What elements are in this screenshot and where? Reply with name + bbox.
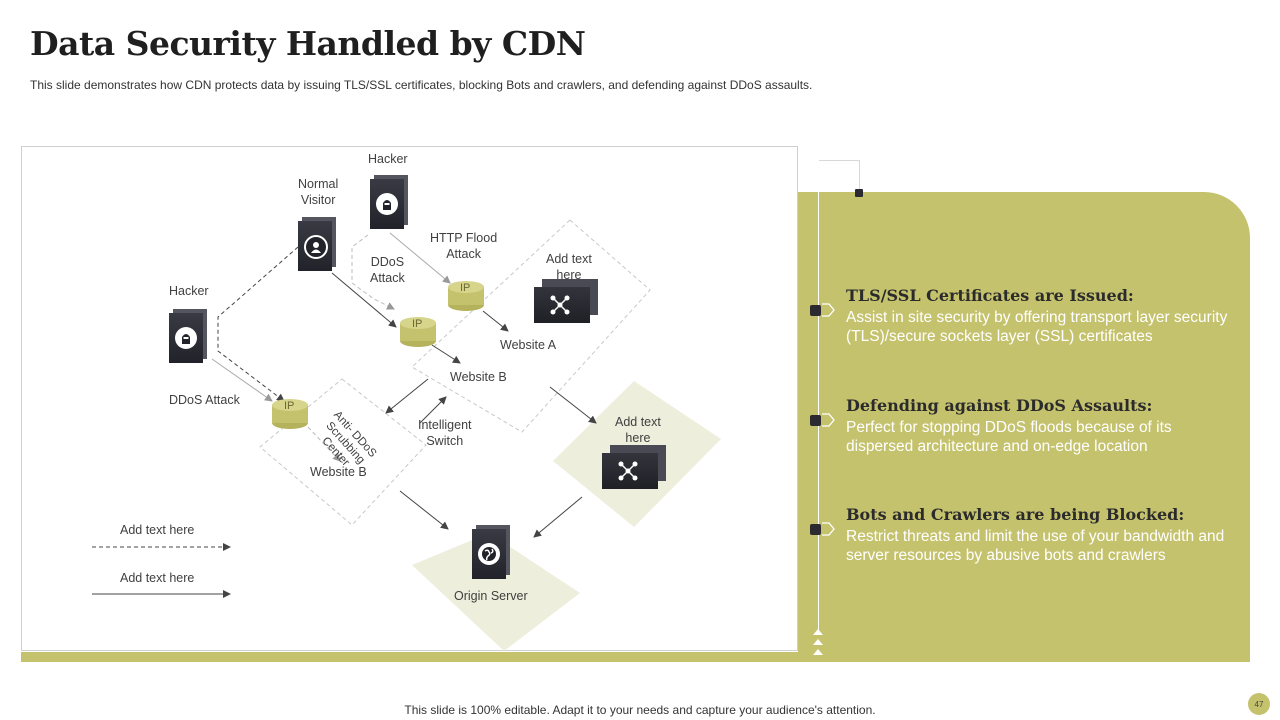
- flow-to-right-node: [549, 386, 597, 424]
- bullet-arrow-icon: [822, 303, 835, 317]
- website-zone-diamond: [411, 219, 651, 433]
- flow-right-node-to-origin: [533, 496, 583, 538]
- label-website-b-bottom: Website B: [310, 465, 367, 479]
- ip-cylinder-left: IP: [272, 399, 308, 429]
- ip-label: IP: [412, 318, 423, 330]
- label-website-b-top: Website B: [450, 370, 507, 384]
- page-number: 47: [1248, 693, 1270, 715]
- footer-note: This slide is 100% editable. Adapt it to…: [404, 703, 876, 717]
- network-hub-icon: [550, 295, 570, 315]
- flow-hacker-to-ip-top: [389, 232, 451, 284]
- bullet-square-icon: [810, 524, 821, 535]
- bullet-arrow-icon: [822, 522, 835, 536]
- origin-diamond: [412, 533, 580, 651]
- point-description: Assist in site security by offering tran…: [846, 309, 1228, 346]
- label-ddos-attack-left: DDoS Attack: [169, 393, 240, 407]
- label-hacker-left: Hacker: [169, 284, 209, 298]
- page-subtitle: This slide demonstrates how CDN protects…: [30, 78, 813, 92]
- ip-cylinder-top: IP: [448, 281, 484, 311]
- hacker-icon: [175, 327, 197, 349]
- flow-switch-up: [419, 396, 447, 424]
- label-add-text-top: Add text here: [546, 252, 592, 283]
- label-ddos-attack-top: DDoS Attack: [370, 255, 405, 286]
- label-origin-server: Origin Server: [454, 589, 528, 603]
- origin-server: [472, 529, 506, 579]
- hacker-icon: [376, 193, 398, 215]
- label-hacker-top: Hacker: [368, 152, 408, 166]
- label-http-flood-attack: HTTP Flood Attack: [430, 231, 498, 262]
- point-title: Bots and Crawlers are being Blocked:: [846, 505, 1185, 524]
- timeline-arrow-up-icon: [813, 649, 823, 655]
- timeline-line: [818, 160, 819, 632]
- user-icon: [304, 235, 328, 259]
- point-description: Restrict threats and limit the use of yo…: [846, 528, 1225, 565]
- point-title: Defending against DDoS Assaults:: [846, 396, 1153, 415]
- point-title: TLS/SSL Certificates are Issued:: [846, 286, 1134, 305]
- bullet-square-icon: [810, 415, 821, 426]
- point-description: Perfect for stopping DDoS floods because…: [846, 419, 1172, 456]
- ip-cylinder-middle: IP: [400, 317, 436, 347]
- globe-icon: [478, 543, 500, 565]
- flow-visitor-to-ip: [331, 272, 397, 328]
- flow-ip-to-scrubbing: [307, 426, 341, 462]
- hacker-server-left: [169, 313, 203, 363]
- flow-website-b-to-scrubbing: [385, 378, 429, 414]
- timeline-arrow-up-icon: [813, 629, 823, 635]
- label-website-a: Website A: [500, 338, 557, 352]
- bottom-accent-bar: [21, 652, 1250, 662]
- ip-label: IP: [284, 400, 295, 412]
- timeline-dot: [855, 189, 863, 197]
- cdn-node-right: [602, 453, 658, 489]
- cdn-diagram: IP IP IP Hacker Normal Visitor Hacker DD…: [21, 146, 798, 651]
- page-title: Data Security Handled by CDN: [30, 24, 586, 63]
- bullet-arrow-icon: [822, 413, 835, 427]
- flow-scrubbing-to-origin: [399, 490, 449, 530]
- timeline-arrow-up-icon: [813, 639, 823, 645]
- timeline-connector-vertical: [859, 160, 860, 192]
- network-hub-icon: [618, 461, 638, 481]
- flow-ip-to-website-b: [431, 344, 461, 364]
- label-normal-visitor: Normal Visitor: [298, 177, 339, 208]
- flow-visitor-dashed: [217, 246, 299, 402]
- flow-hacker-top: [351, 234, 395, 310]
- ip-label: IP: [460, 282, 471, 294]
- hacker-server-top: [370, 179, 404, 229]
- label-intelligent-switch: Intelligent Switch: [418, 418, 472, 449]
- legend-solid-label: Add text here: [120, 571, 195, 585]
- info-panel: [798, 192, 1250, 662]
- legend-dashed-label: Add text here: [120, 523, 195, 537]
- flow-ip-to-website-a: [482, 310, 509, 332]
- label-add-text-right: Add text here: [615, 415, 661, 446]
- bullet-square-icon: [810, 305, 821, 316]
- timeline-connector-top: [818, 160, 860, 161]
- normal-visitor-server: [298, 221, 332, 271]
- cdn-node-top: [534, 287, 590, 323]
- flow-hacker-left: [211, 358, 273, 402]
